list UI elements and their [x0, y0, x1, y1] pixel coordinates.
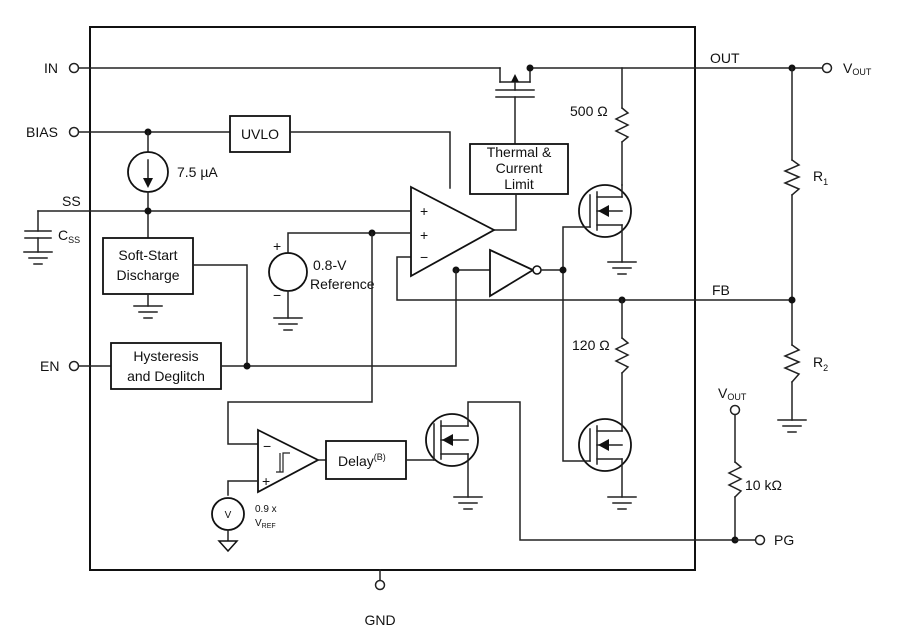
junction-out-fet	[526, 64, 534, 72]
in-rail	[78, 67, 826, 145]
delay-block	[325, 440, 407, 480]
pg-pin-label: PG	[774, 532, 794, 548]
hyst-line1: Hysteresis	[133, 348, 198, 364]
en-pin-label: EN	[40, 358, 59, 374]
thermal-line3: Limit	[504, 176, 534, 192]
vref-label: VREF	[255, 518, 276, 530]
bias-pin-label: BIAS	[26, 124, 58, 140]
vout-label: VOUT	[843, 60, 872, 77]
resistor-120-ohm	[614, 336, 630, 375]
ground-lower-fet	[607, 496, 637, 510]
softstart-line1: Soft-Start	[118, 247, 177, 263]
thermal-line1: Thermal &	[487, 144, 552, 160]
pg-comparator	[257, 428, 320, 494]
gnd-pin-label: GND	[364, 612, 395, 628]
in-pin-label: IN	[44, 60, 58, 76]
ground-ref	[273, 317, 303, 331]
error-amplifier	[410, 185, 496, 278]
thermal-line2: Current	[496, 160, 543, 176]
softstart-discharge-block	[102, 237, 194, 295]
ea-plus-2: +	[420, 227, 428, 243]
uvlo-label: UVLO	[241, 126, 279, 142]
out-pin-label: OUT	[710, 50, 740, 66]
ground-r2	[777, 419, 807, 433]
hysteresis-deglitch-block	[110, 342, 222, 390]
nmos-lower	[562, 269, 632, 498]
ss-pin-label: SS	[62, 193, 81, 209]
resistor-500-ohm	[614, 106, 630, 144]
ground-softstart	[133, 305, 163, 319]
res-120-label: 120 Ω	[572, 337, 610, 353]
css-label: CSS	[58, 227, 80, 245]
fb-pin-label: FB	[712, 282, 730, 298]
resistor-r2	[783, 343, 801, 384]
en-terminal[interactable]	[68, 360, 80, 372]
pg-terminal[interactable]	[754, 534, 766, 546]
ground-css	[23, 251, 53, 265]
ref-line1: 0.8-V	[313, 257, 347, 273]
inverter	[489, 248, 535, 298]
delay-label: Delay(B)	[338, 452, 386, 469]
resistor-10k	[727, 460, 743, 499]
cmp-minus: −	[263, 438, 271, 454]
ref-line2: Reference	[310, 276, 375, 292]
nmos-top	[562, 184, 632, 271]
vout-terminal[interactable]	[821, 62, 833, 74]
gnd-terminal[interactable]	[374, 579, 386, 591]
vref-source-label: V	[225, 510, 232, 521]
junction-inverter-out	[559, 266, 567, 274]
nmos-pg	[425, 401, 736, 541]
uvlo-block	[229, 115, 291, 153]
res-500-label: 500 Ω	[570, 103, 608, 119]
ea-minus: −	[420, 249, 428, 265]
vref-scale: 0.9 x	[255, 504, 277, 515]
bias-terminal[interactable]	[68, 126, 80, 138]
vout-pullup-terminal[interactable]	[729, 404, 741, 416]
r2-label: R2	[813, 354, 828, 373]
junction-ss	[144, 207, 152, 215]
junction-fb-divider	[788, 296, 796, 304]
ground-vref	[217, 540, 239, 553]
chip-outline	[89, 26, 696, 571]
in-terminal[interactable]	[68, 62, 80, 74]
current-source-label: 7.5 µA	[177, 164, 218, 180]
softstart-line2: Discharge	[116, 267, 179, 283]
res-10k-label: 10 kΩ	[745, 477, 782, 493]
thermal-current-limit-block	[469, 143, 569, 195]
ea-plus-1: +	[420, 203, 428, 219]
cmp-plus: +	[262, 473, 270, 489]
hyst-line2: and Deglitch	[127, 368, 205, 384]
junction-en	[243, 362, 251, 370]
ref-plus: +	[273, 238, 281, 254]
ground-pg-fet	[453, 496, 483, 510]
r1-label: R1	[813, 168, 828, 187]
resistor-r1	[783, 158, 801, 197]
ref-minus: −	[273, 287, 281, 303]
vout-pullup-label: VOUT	[718, 385, 747, 402]
inverter-bubble	[532, 265, 542, 275]
reference-source	[268, 252, 308, 292]
ground-top-fet	[607, 261, 637, 275]
